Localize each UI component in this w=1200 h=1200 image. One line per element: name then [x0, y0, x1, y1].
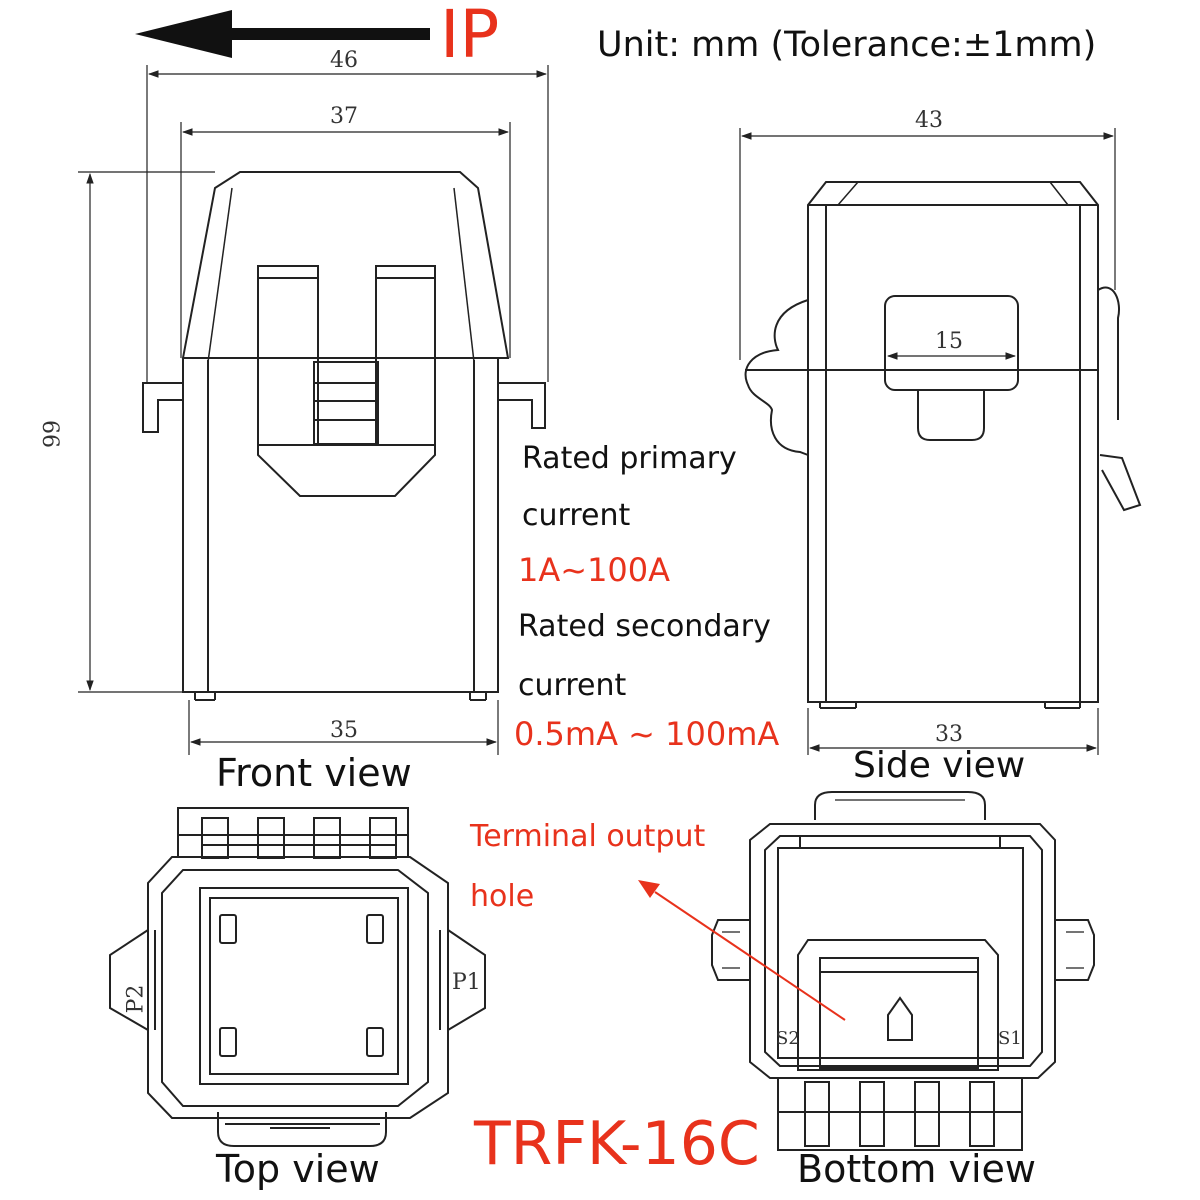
- spec-secondary-line1: Rated secondary: [518, 609, 771, 644]
- dim-front-inner-width: 37: [330, 104, 358, 129]
- label-side-view: Side view: [853, 745, 1026, 786]
- marking-s1: S1: [998, 1028, 1022, 1049]
- marking-p2: P2: [123, 984, 149, 1014]
- marking-s2: S2: [776, 1028, 800, 1049]
- dim-front-outer-width: 46: [330, 48, 358, 73]
- model-name: TRFK-16C: [474, 1109, 760, 1179]
- bottom-view-drawing: [711, 791, 1095, 1151]
- annotation-line2: hole: [470, 879, 535, 914]
- ip-label: IP: [440, 0, 500, 73]
- annotation-line1: Terminal output: [470, 819, 706, 854]
- marking-p1: P1: [452, 970, 481, 995]
- terminal-hole-leader-arrow: [638, 880, 846, 1021]
- spec-secondary-value: 0.5mA ~ 100mA: [514, 715, 780, 753]
- dim-side-window-width: 15: [935, 329, 963, 354]
- front-view-dimensions: [78, 65, 549, 755]
- unit-note: Unit: mm (Tolerance:±1mm): [597, 25, 1097, 65]
- dim-side-top-width: 43: [915, 108, 943, 133]
- spec-primary-line2: current: [522, 498, 631, 533]
- dim-front-base-width: 35: [330, 718, 358, 743]
- side-view-drawing: [744, 181, 1142, 709]
- spec-primary-line1: Rated primary: [522, 441, 737, 476]
- label-front-view: Front view: [216, 751, 412, 795]
- top-view-drawing: [109, 807, 486, 1147]
- spec-primary-value: 1A~100A: [518, 551, 671, 589]
- ip-direction-arrow: [135, 10, 430, 58]
- label-top-view: Top view: [216, 1147, 380, 1191]
- dim-front-height: 66: [37, 420, 62, 448]
- dim-side-base-width: 33: [935, 722, 963, 747]
- spec-secondary-line2: current: [518, 668, 627, 703]
- side-view-dimensions: [739, 128, 1116, 755]
- label-bottom-view: Bottom view: [797, 1147, 1036, 1191]
- front-view-drawing: [142, 171, 546, 701]
